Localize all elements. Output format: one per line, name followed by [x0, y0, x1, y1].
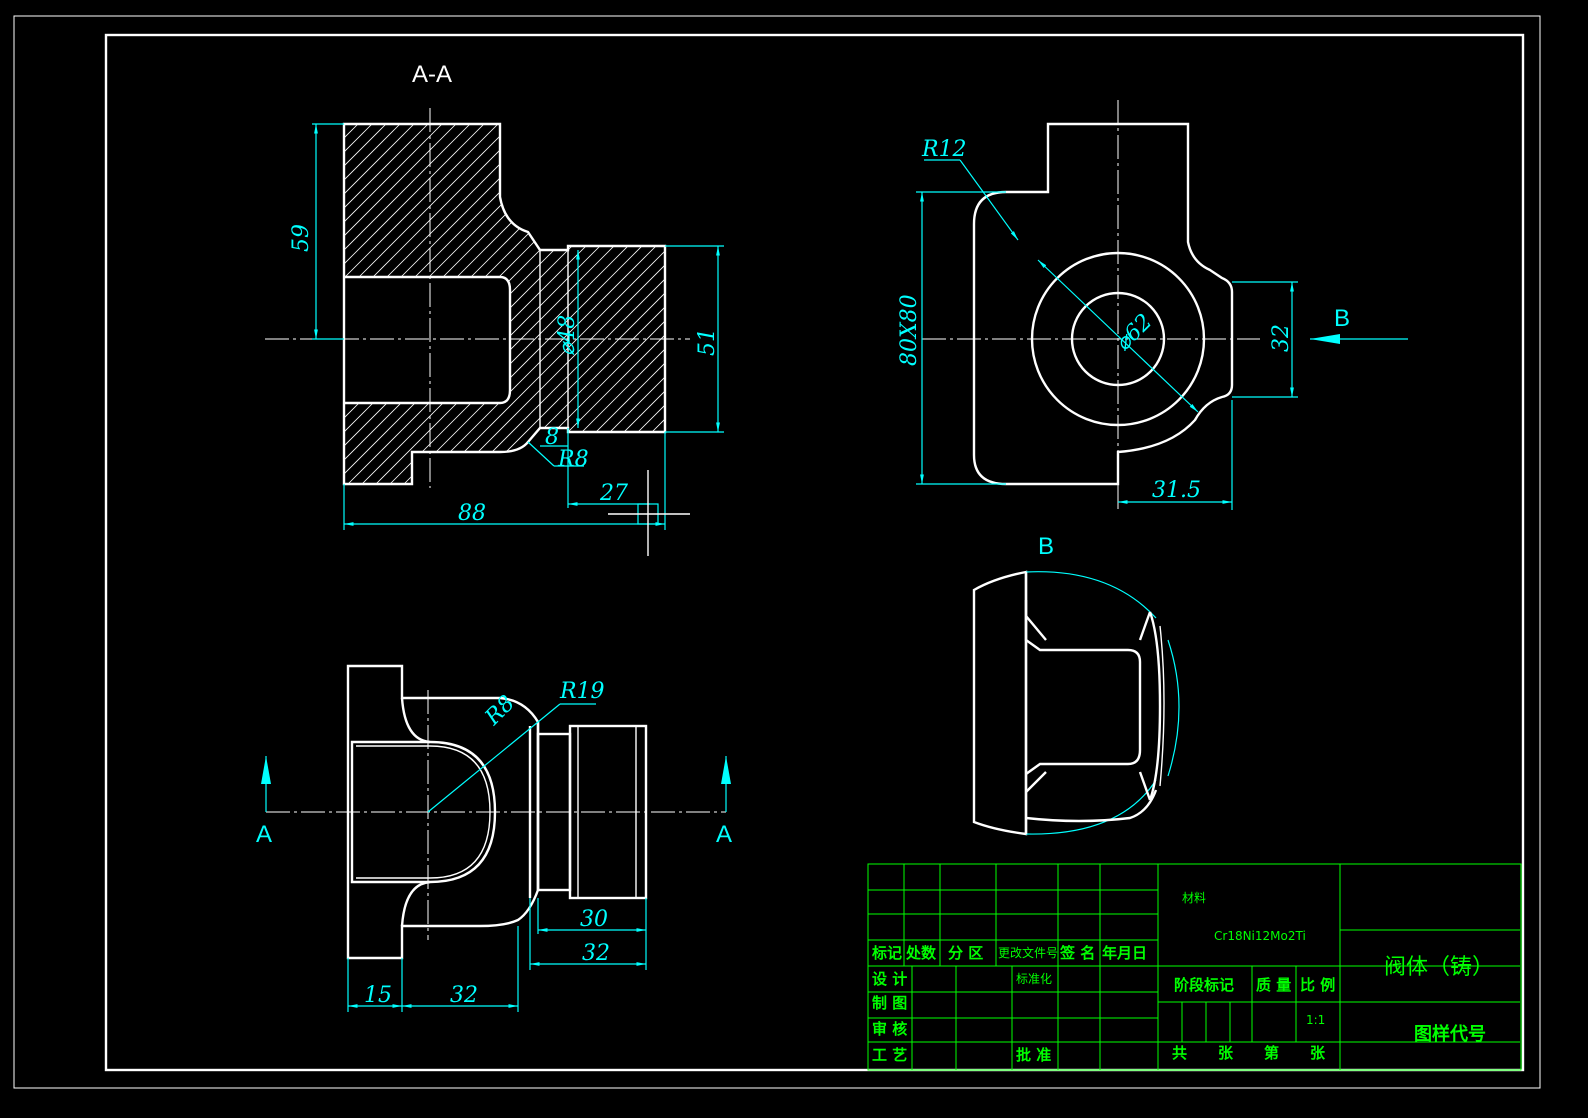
hatch-line: [344, 124, 383, 484]
tb-scale: 1:1: [1306, 1013, 1325, 1027]
tb-scale-label: 比 例: [1300, 976, 1335, 994]
hatch-line: [443, 124, 665, 484]
dim-59: 59: [289, 224, 314, 252]
hatch-line: [0, 100, 284, 500]
dim-30: 30: [580, 907, 608, 932]
hatch-line: [0, 100, 270, 500]
hatch-line: [836, 100, 1236, 500]
tb-drawing-code: 图样代号: [1414, 1023, 1486, 1045]
dim-80x80: 80X80: [897, 294, 922, 366]
hatch-line: [387, 124, 665, 484]
hatch-line: [0, 100, 256, 500]
inner-frame: [104, 33, 1525, 1072]
hatch-line: [373, 124, 665, 484]
tb-count: 处数: [905, 944, 937, 962]
tb-process: 工 艺: [872, 1046, 907, 1064]
tb-design: 设 计: [872, 970, 907, 988]
arrow-a-left-label: A: [256, 821, 272, 848]
hatch-line: [345, 124, 665, 484]
hatch-line: [359, 124, 665, 484]
dim-32-bottom: 32: [582, 941, 610, 966]
arrow-b-label: B: [1334, 305, 1350, 332]
hatch-line: [457, 124, 665, 484]
hatch-line: [0, 100, 298, 500]
section-aa-title: A-A: [412, 61, 452, 88]
tb-mark: 标记: [871, 944, 902, 962]
tb-total: 共: [1172, 1044, 1187, 1062]
view-b-title: B: [1038, 533, 1054, 560]
tb-date: 年月日: [1102, 944, 1147, 962]
hatch-line: [780, 100, 1180, 500]
hatch-line: [344, 124, 467, 484]
hatch-line: [344, 124, 509, 484]
hatch-line: [344, 124, 523, 484]
tb-approve: 批 准: [1016, 1046, 1051, 1064]
top-view: [261, 664, 731, 1012]
section-view-aa: [0, 100, 1236, 556]
tb-review: 审 核: [872, 1020, 907, 1038]
tb-change-doc: 更改文件号: [998, 945, 1058, 960]
tb-zone: 分 区: [948, 944, 983, 962]
outer-frame: [13, 15, 1541, 1089]
tb-sheets2: 张: [1310, 1044, 1326, 1062]
hatch-line: [344, 124, 369, 484]
dim-51: 51: [695, 328, 720, 356]
hatch-line: [344, 124, 397, 484]
hatch-line: [0, 100, 200, 500]
hatch-line: [415, 124, 665, 484]
tb-draw: 制 图: [872, 994, 907, 1012]
hatch-line: [0, 100, 326, 500]
hatch-line: [0, 100, 228, 500]
hatch-line: [429, 124, 665, 484]
hatch-line: [344, 124, 355, 484]
title-block: [867, 863, 1522, 1071]
dim-8: 8: [545, 425, 559, 450]
hatch-line: [696, 100, 1096, 500]
hatch-line: [0, 100, 242, 500]
hatch-line: [344, 124, 439, 484]
hatch-line: [653, 124, 665, 484]
hatch-line: [344, 124, 495, 484]
tb-part-name: 阀体（铸）: [1384, 955, 1494, 980]
dim-48: ⌀48: [555, 315, 580, 356]
hatch-line: [668, 100, 1068, 500]
dim-32-base: 32: [450, 983, 478, 1008]
tb-stage-mark: 阶段标记: [1174, 976, 1234, 994]
hatch-line: [0, 100, 340, 500]
hatch-line: [639, 124, 665, 484]
dim-27: 27: [599, 481, 628, 506]
hatch-line: [0, 100, 312, 500]
dim-88: 88: [458, 501, 486, 526]
tb-standardize: 标准化: [1016, 972, 1052, 986]
hatch-line: [344, 124, 453, 484]
hatch-line: [682, 100, 1082, 500]
tb-material-label: 材料: [1182, 891, 1206, 905]
tb-mass: 质 量: [1256, 976, 1291, 994]
tb-material: Cr18Ni12Mo2Ti: [1214, 929, 1306, 943]
view-b: [972, 570, 1180, 836]
dim-r12: R12: [921, 137, 967, 162]
dim-31-5: 31.5: [1152, 478, 1201, 503]
dim-15: 15: [364, 983, 392, 1008]
hatch-line: [822, 100, 1222, 500]
hatch-line: [401, 124, 665, 484]
hatch-line: [794, 100, 1194, 500]
end-view: [916, 100, 1408, 512]
dim-r8: R8: [557, 447, 589, 472]
hatch-line: [344, 124, 665, 484]
tb-sheet-no: 第: [1264, 1044, 1279, 1062]
hatch-line: [808, 100, 1208, 500]
tb-signature: 签 名: [1059, 944, 1095, 962]
hatch-line: [344, 124, 537, 484]
tb-sheets: 张: [1218, 1044, 1234, 1062]
dim-r19: R19: [559, 679, 605, 704]
dim-32-right: 32: [1269, 324, 1294, 352]
hatch-line: [344, 124, 425, 484]
section-hatch: [0, 100, 1236, 500]
hatch-line: [344, 124, 481, 484]
arrow-a-right-label: A: [716, 821, 732, 848]
